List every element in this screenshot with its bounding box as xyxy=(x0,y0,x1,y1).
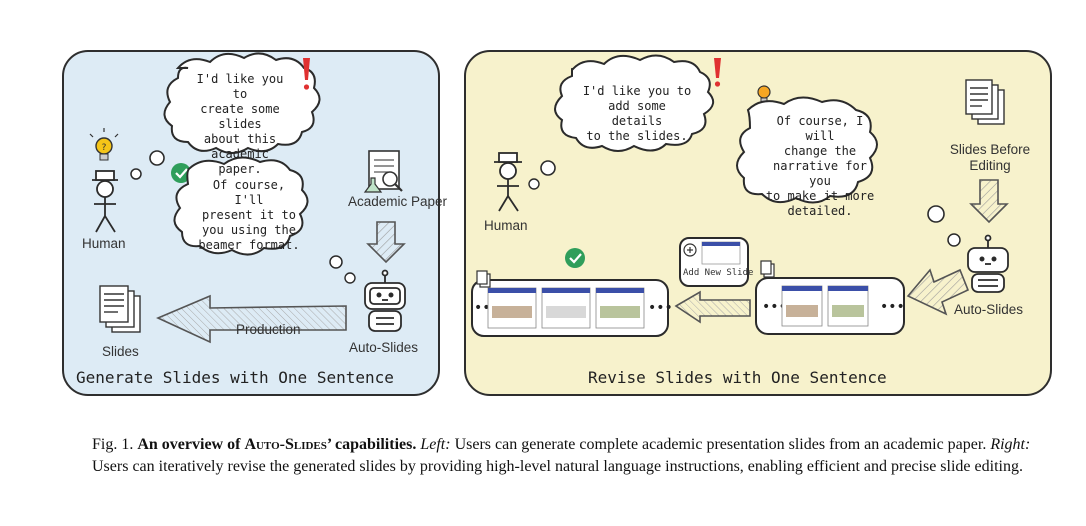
production-arrow xyxy=(156,294,347,344)
exclamation-icon xyxy=(714,58,721,87)
document-icon xyxy=(760,260,775,278)
slides-label: Slides xyxy=(102,344,139,359)
figure-caption: Fig. 1. An overview of Auto-Slides’ capa… xyxy=(92,434,1062,478)
right-agent-label: Auto-Slides xyxy=(954,302,1024,317)
robot-icon xyxy=(364,269,406,332)
slide-thumb xyxy=(781,285,869,327)
academic-paper-label: Academic Paper xyxy=(348,194,448,209)
check-icon xyxy=(171,163,191,183)
check-icon xyxy=(565,248,585,268)
right-request-text: I'd like you to add some details to the … xyxy=(582,84,692,143)
right-request-bubble xyxy=(528,54,715,190)
svg-text:•••: ••• xyxy=(648,300,673,316)
caption-bold-prefix: An overview of xyxy=(137,436,245,453)
left-panel-title: Generate Slides with One Sentence xyxy=(76,368,394,387)
left-reply-text: Of course, I'll present it to you using … xyxy=(198,178,300,252)
right-reply-bubble xyxy=(736,96,961,247)
svg-text:•••: ••• xyxy=(762,299,787,315)
right-human-figure xyxy=(494,152,522,212)
right-panel-title: Revise Slides with One Sentence xyxy=(588,368,887,387)
slides-before-editing-label: Slides Before Editing xyxy=(949,142,1031,173)
slides-stack-icon xyxy=(99,285,141,333)
left-request-bubble xyxy=(130,52,321,180)
left-down-arrow xyxy=(366,221,406,264)
right-down-arrow xyxy=(969,179,1009,224)
caption-left-text: Users can generate complete academic pre… xyxy=(450,436,991,453)
caption-left-label: Left: xyxy=(420,436,451,453)
add-new-slide-card xyxy=(679,237,749,287)
slide-thumb xyxy=(487,287,645,329)
caption-right-text: Users can iteratively revise the generat… xyxy=(92,458,1023,475)
lightbulb-icon: ? xyxy=(89,128,119,161)
left-reply-bubble xyxy=(173,156,356,284)
production-label: Production xyxy=(236,322,301,337)
robot-icon xyxy=(967,234,1009,293)
caption-fig-label: Fig. 1. xyxy=(92,436,134,453)
exclamation-icon xyxy=(303,58,310,90)
svg-text:?: ? xyxy=(102,143,107,153)
caption-bold-suffix: ’ capabilities. xyxy=(326,436,417,453)
revise-arrow xyxy=(674,290,751,324)
left-human-label: Human xyxy=(82,236,126,251)
robot-to-slides-arrow xyxy=(906,268,970,316)
magnifier-icon xyxy=(382,171,403,192)
left-request-text: I'd like you to create some slides about… xyxy=(196,72,284,176)
right-human-label: Human xyxy=(484,218,528,233)
caption-right-label: Right: xyxy=(990,436,1031,453)
document-icon xyxy=(476,270,491,288)
slides-stack-icon xyxy=(965,79,1005,125)
right-reply-text: Of course, I will change the narrative f… xyxy=(765,114,875,218)
caption-bold-name: Auto-Slides xyxy=(244,436,327,453)
left-human-figure xyxy=(92,170,118,233)
svg-text:•••: ••• xyxy=(880,299,905,315)
flask-icon xyxy=(363,177,383,193)
left-agent-label: Auto-Slides xyxy=(349,340,419,355)
add-new-slide-label: Add New Slide xyxy=(683,268,754,278)
